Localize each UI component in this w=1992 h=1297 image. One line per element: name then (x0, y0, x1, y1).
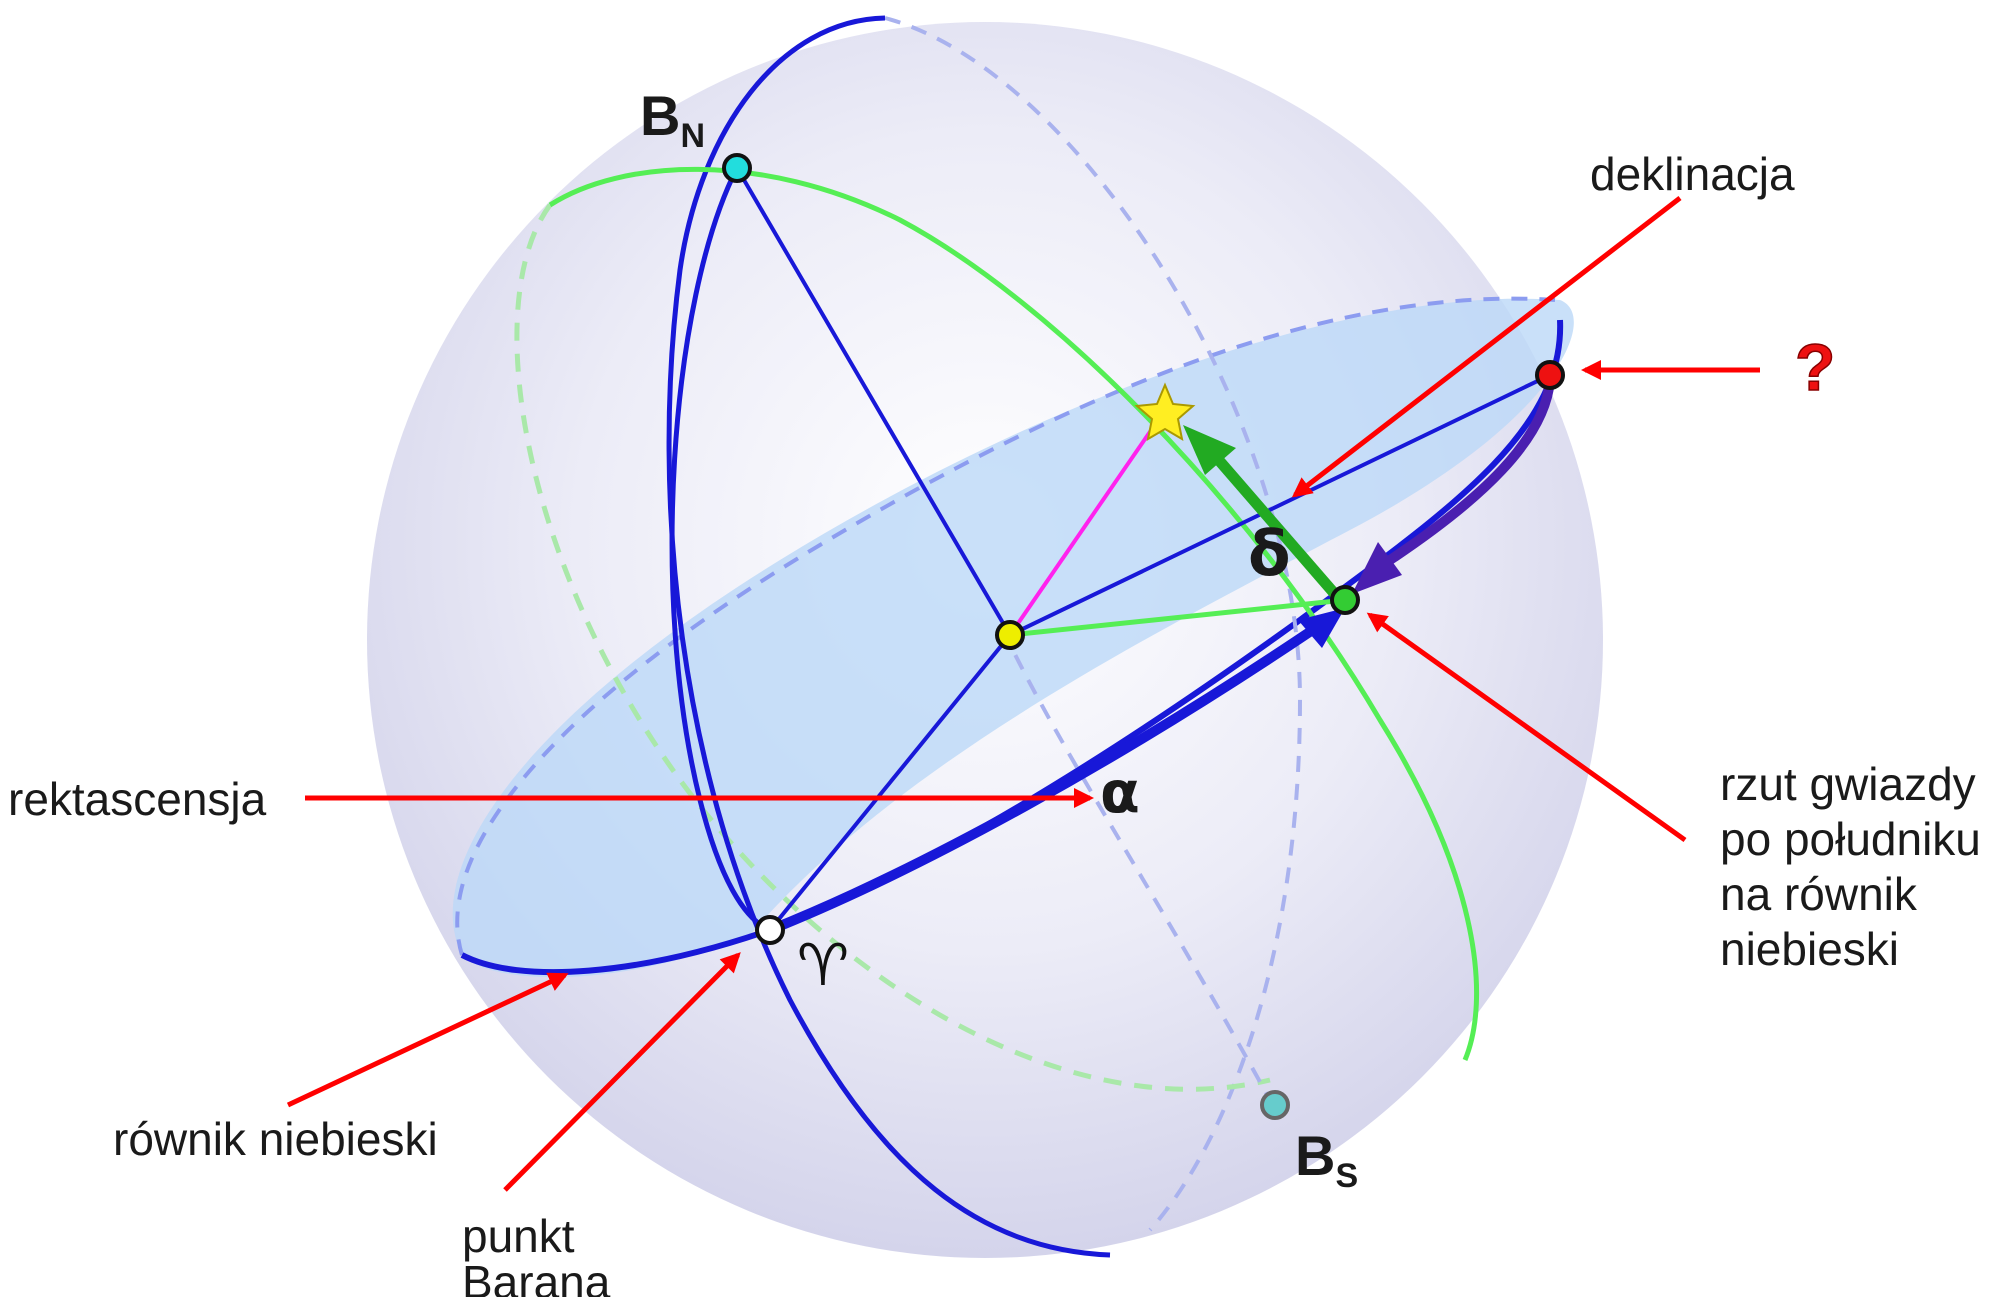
delta-symbol: δ (1248, 517, 1291, 590)
label-rzut-3: na równik (1720, 868, 1918, 920)
label-rownik-niebieski: równik niebieski (113, 1113, 438, 1165)
label-rzut-4: niebieski (1720, 923, 1899, 975)
north-pole-point (724, 155, 750, 181)
label-rzut-1: rzut gwiazdy (1720, 758, 1976, 810)
question-mark: ? (1795, 330, 1835, 404)
red-point (1537, 362, 1563, 388)
vernal-equinox-point (757, 917, 783, 943)
label-rzut-2: po południku (1720, 813, 1981, 865)
label-deklinacja: deklinacja (1590, 148, 1795, 200)
vernal-symbol: ♈ (797, 931, 849, 999)
label-rektascensja: rektascensja (8, 773, 267, 825)
label-punkt: punkt (462, 1210, 575, 1262)
projection-point (1332, 587, 1358, 613)
south-pole-point (1262, 1092, 1288, 1118)
center-point (997, 622, 1023, 648)
label-barana: Barana (462, 1256, 611, 1297)
alpha-symbol: α (1100, 758, 1140, 826)
